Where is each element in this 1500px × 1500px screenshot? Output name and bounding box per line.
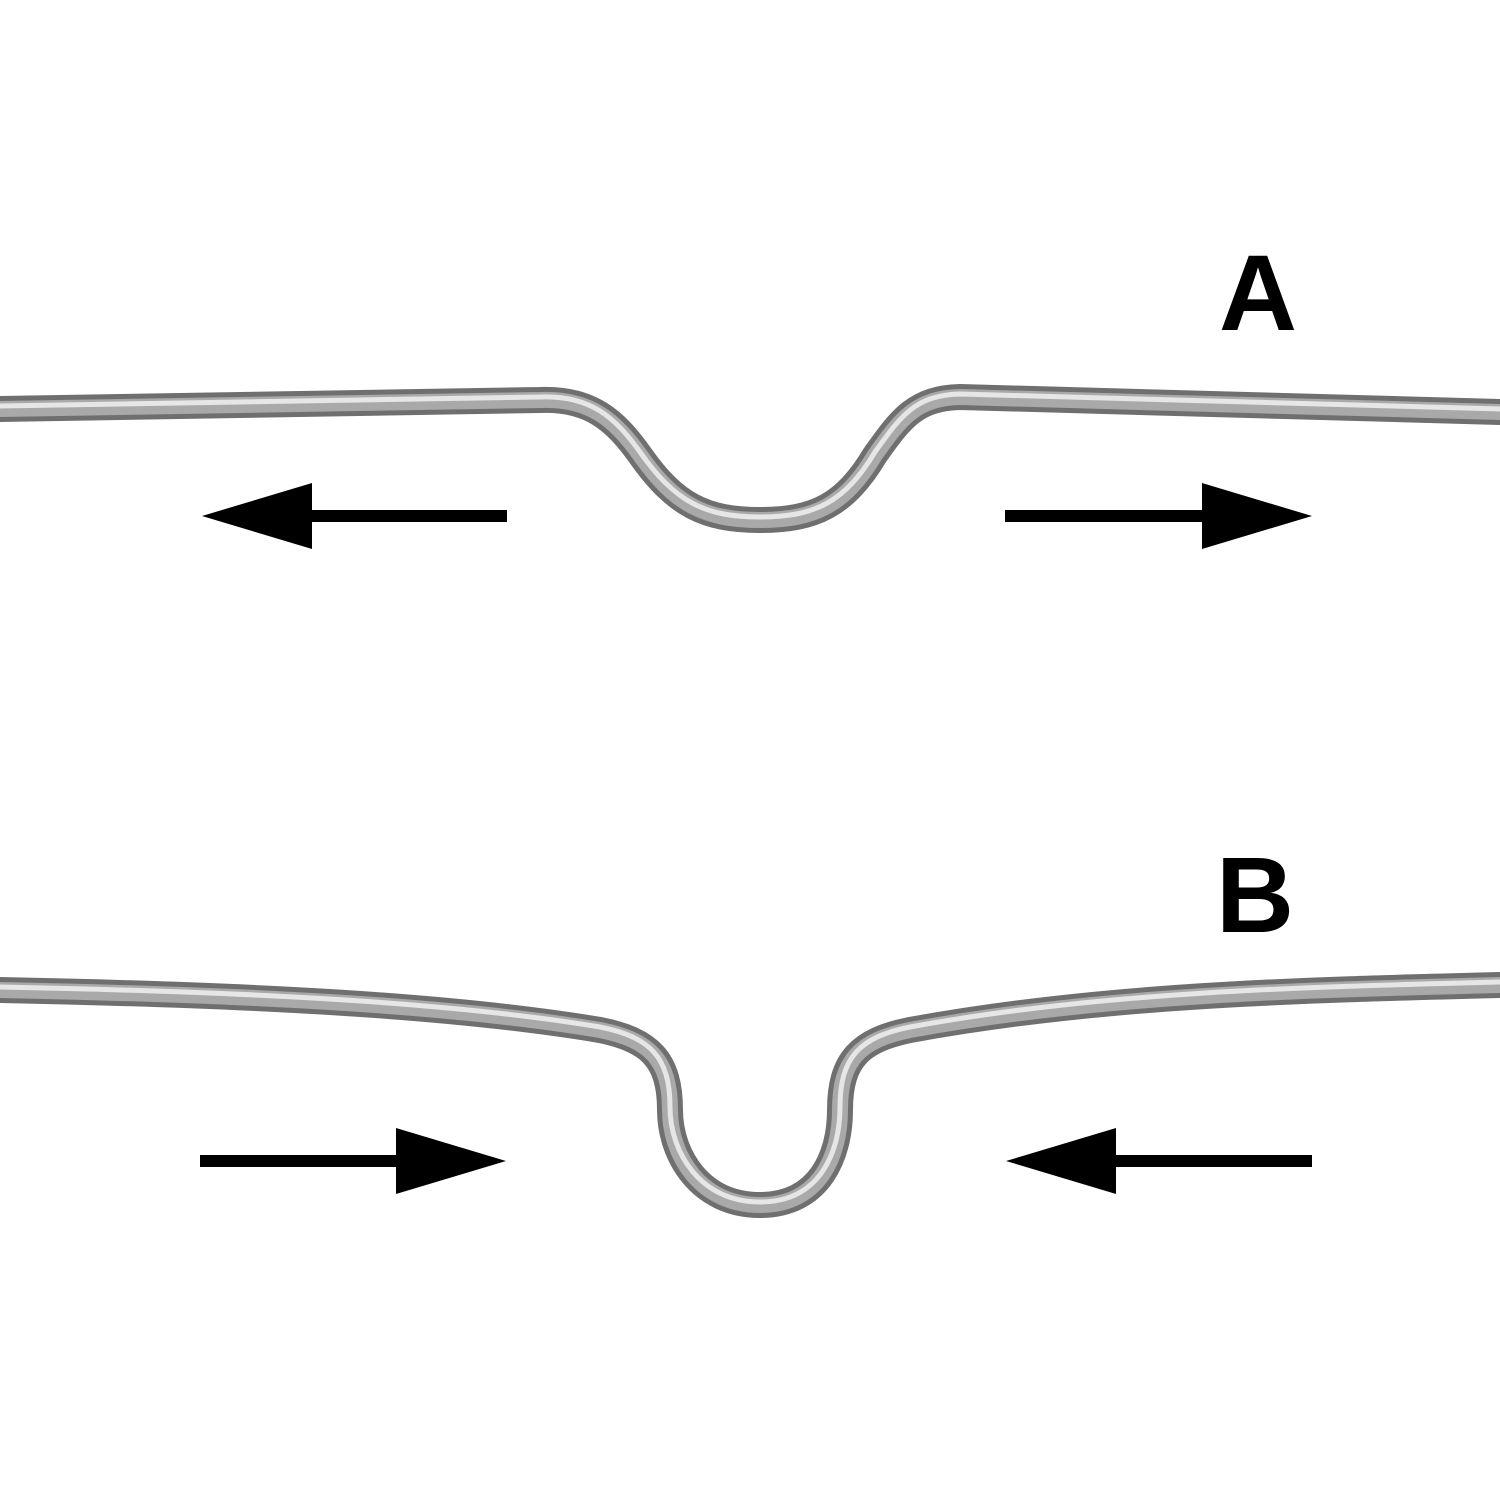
panel-a-label: A [1219, 232, 1297, 353]
wire-b [0, 972, 1500, 1218]
wire-a [0, 384, 1500, 533]
panel-a: A [0, 232, 1500, 549]
panel-b-label: B [1216, 834, 1294, 955]
panel-b: B [0, 834, 1500, 1218]
